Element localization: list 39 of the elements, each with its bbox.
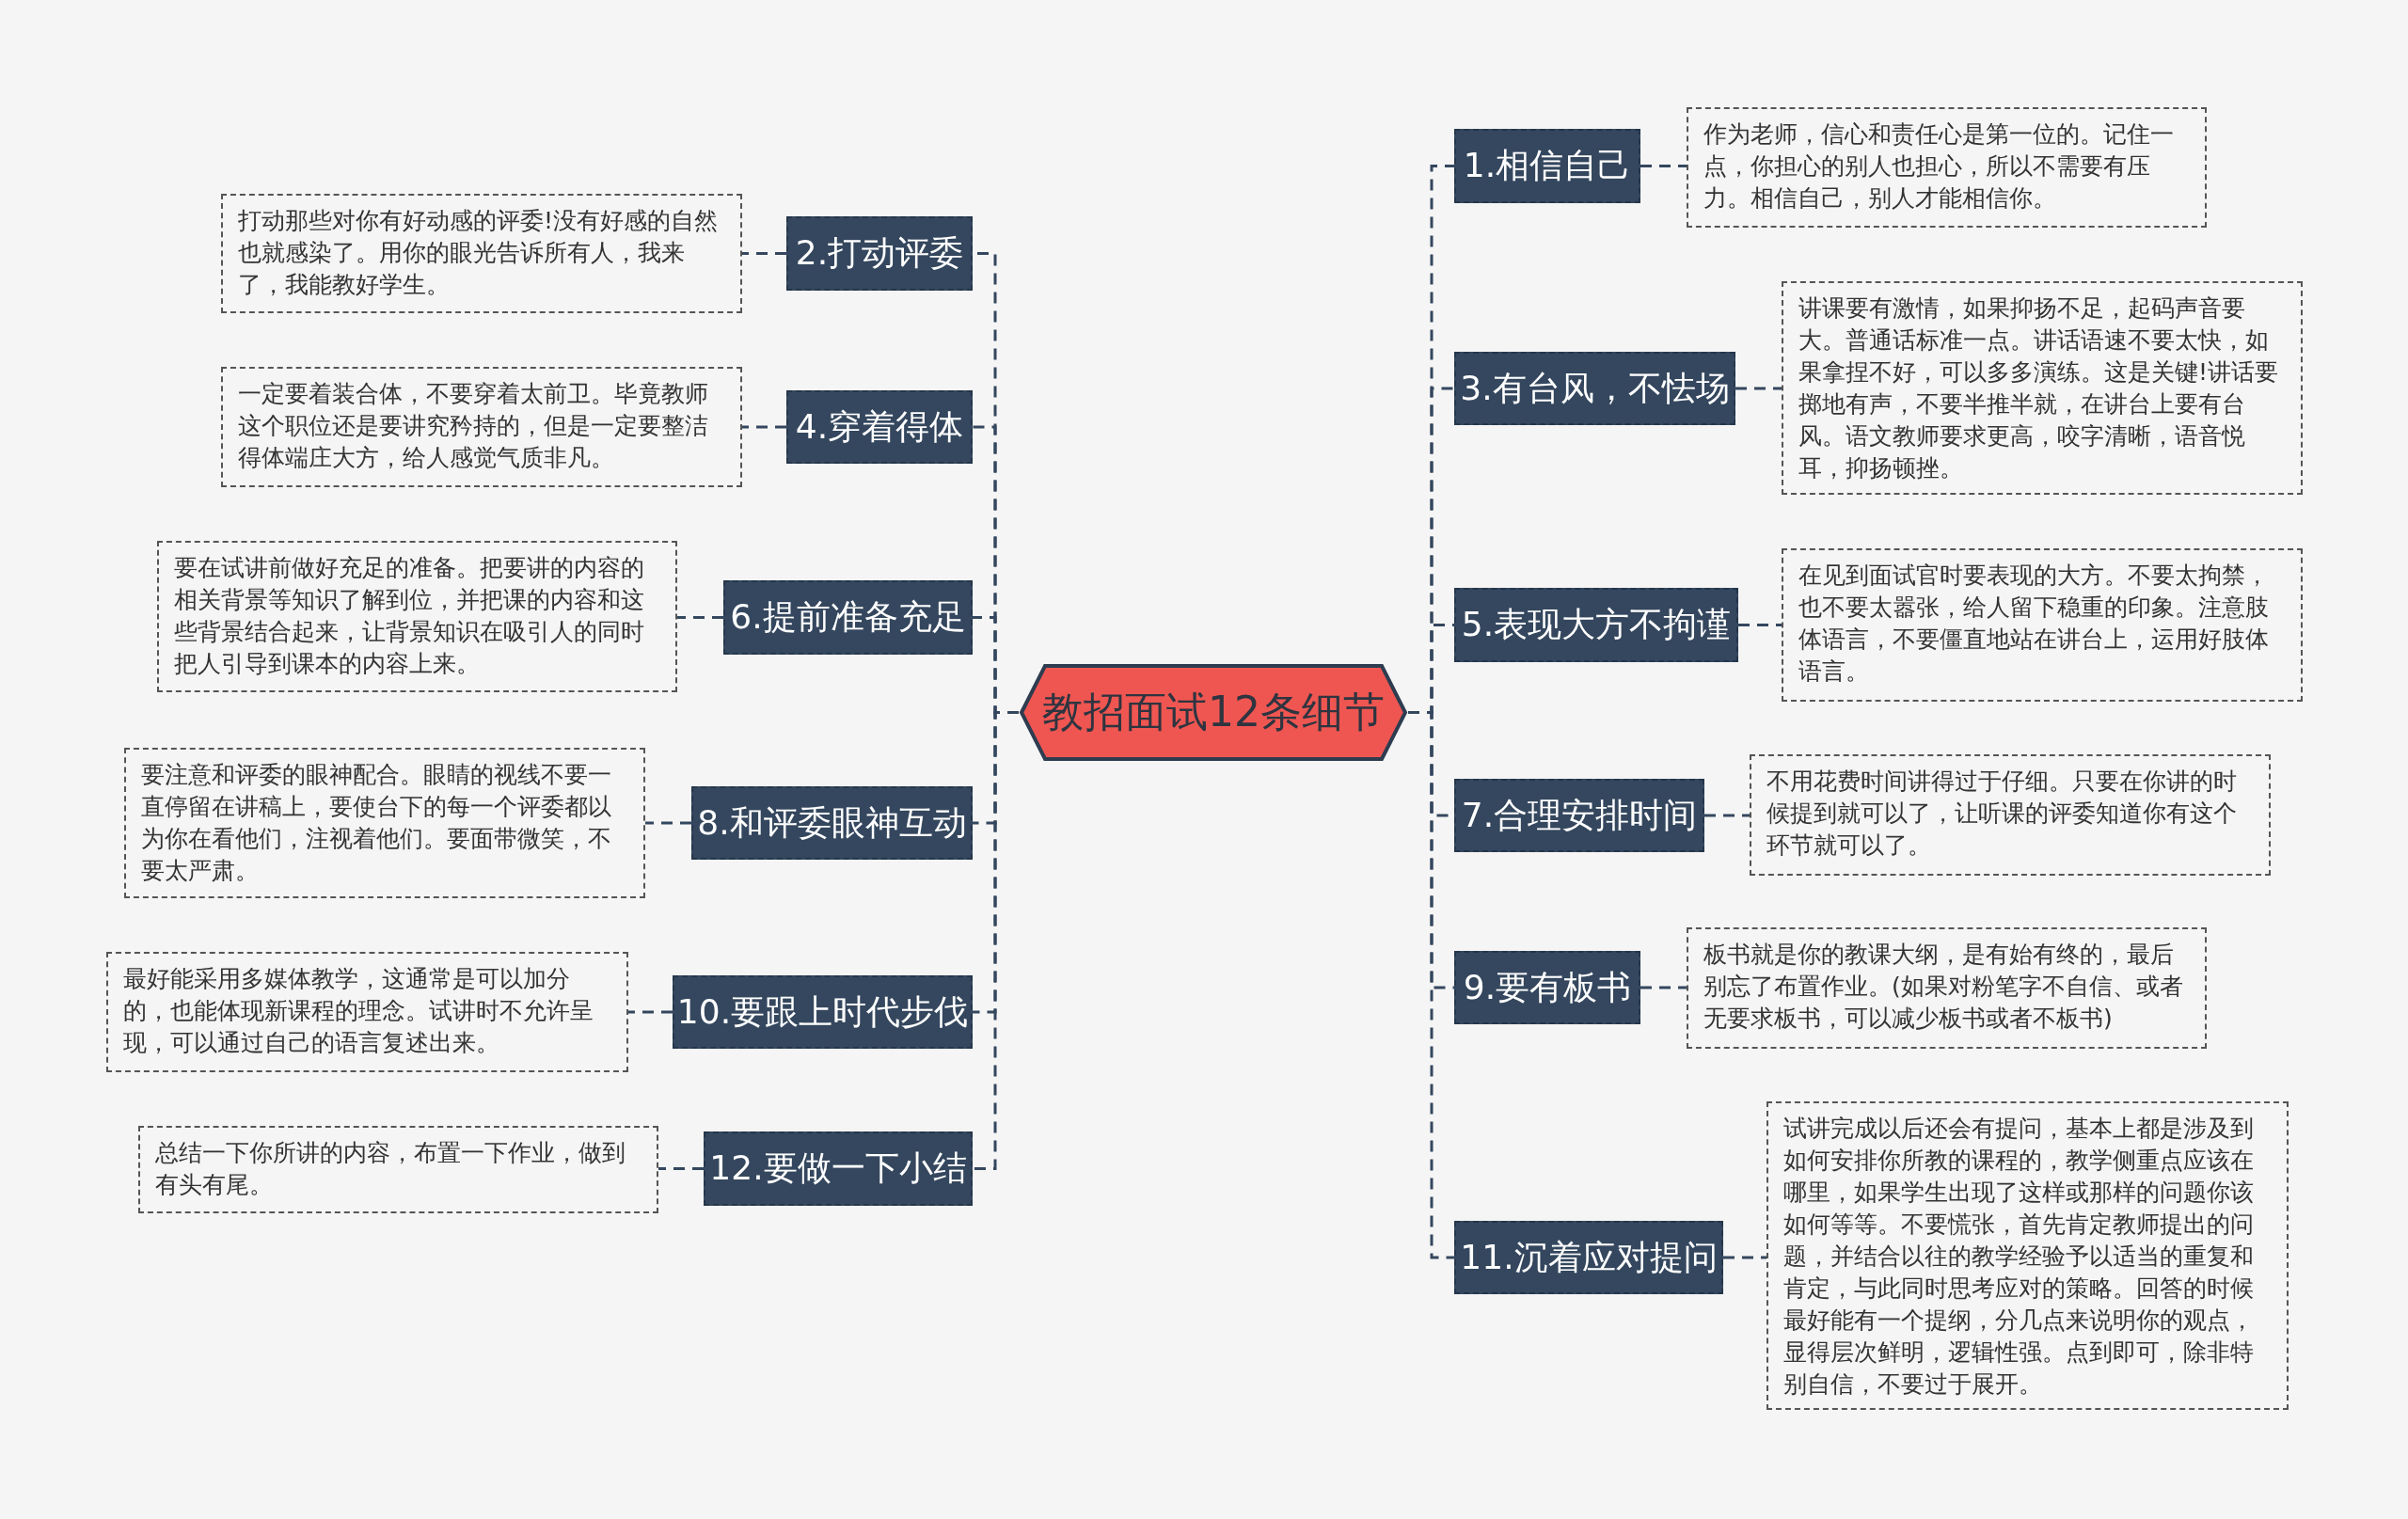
topic-box: 9.要有板书 [1454,951,1640,1024]
topic-box: 7.合理安排时间 [1454,779,1704,852]
connector [1640,986,1687,989]
note-box: 要在试讲前做好充足的准备。把要讲的内容的相关背景等知识了解到位，并把课的内容和这些背景结合起来，让背景知识在吸引人的同时把人引导到课本的内容上来。 [157,541,677,692]
topic-box: 3.有台风，不怯场 [1454,352,1735,425]
note-box: 总结一下你所讲的内容，布置一下作业，做到有头有尾。 [138,1126,658,1213]
connector [1735,387,1782,390]
topic-box: 8.和评委眼神互动 [691,786,973,860]
note-box: 板书就是你的教课大纲，是有始有终的，最后别忘了布置作业。(如果对粉笔字不自信、或者无要求板书，可以减少板书或者不板书) [1687,927,2207,1049]
connector [1704,814,1750,817]
topic-box: 12.要做一下小结 [704,1131,973,1206]
connector [677,616,723,619]
note-box: 最好能采用多媒体教学，这通常是可以加分的，也能体现新课程的理念。试讲时不允许呈现，可以通过自己的语言复述出来。 [106,952,628,1072]
connector [658,1167,704,1170]
connector [645,821,691,825]
connector [1723,1256,1766,1259]
note-box: 一定要着装合体，不要穿着太前卫。毕竟教师这个职位还是要讲究矜持的，但是一定要整洁得体端庄大方，给人感觉气质非凡。 [221,367,742,487]
note-box: 试讲完成以后还会有提问，基本上都是涉及到如何安排你所教的课程的，教学侧重点应该在哪里，如果学生出现了这样或那样的问题你该如何等等。不要慌张，首先肯定教师提出的问题，并结合以往的教学经验予以适当的重复和肯定，与此同时思考应对的策略。回答的时候最好能有一个提纲，分几点来说明你的观点，显得层次鲜明，逻辑性强。点到即可，除非特别自信，不要过于展开。 [1766,1101,2289,1410]
note-box: 要注意和评委的眼神配合。眼睛的视线不要一直停留在讲稿上，要使台下的每一个评委都以为你在看他们，注视着他们。要面带微笑，不要太严肃。 [124,748,645,898]
note-box: 作为老师，信心和责任心是第一位的。记住一点，你担心的别人也担心，所以不需要有压力。相信自己，别人才能相信你。 [1687,107,2207,228]
connector [1738,624,1782,626]
note-box: 讲课要有激情，如果抑扬不足，起码声音要大。普通话标准一点。讲话语速不要太快，如果拿捏不好，可以多多演练。这是关键!讲话要掷地有声，不要半推半就，在讲台上要有台风。语文教师要求更高，咬字清晰，语音悦耳，抑扬顿挫。 [1782,281,2303,495]
connector [742,425,786,429]
connector [1408,711,1454,1259]
note-box: 打动那些对你有好动感的评委!没有好感的自然也就感染了。用你的眼光告诉所有人，我来了，我能教好学生。 [221,194,742,313]
note-box: 不用花费时间讲得过于仔细。只要在你讲的时候提到就可以了，让听课的评委知道你有这个环节就可以了。 [1750,754,2271,876]
topic-box: 2.打动评委 [786,216,973,291]
central-hexagon: 教招面试12条细节 [1019,663,1408,762]
connector [1640,165,1687,167]
topic-box: 1.相信自己 [1454,129,1640,203]
topic-box: 4.穿着得体 [786,390,973,464]
note-box: 在见到面试官时要表现的大方。不要太拘禁，也不要太嚣张，给人留下稳重的印象。注意肢体语言，不要僵直地站在讲台上，运用好肢体语言。 [1782,548,2303,702]
topic-box: 6.提前准备充足 [723,580,973,655]
topic-box: 10.要跟上时代步伐 [673,975,973,1049]
topic-box: 11.沉着应对提问 [1454,1221,1723,1294]
connector [742,252,786,255]
connector [973,711,1019,1170]
connector [628,1010,673,1014]
topic-box: 5.表现大方不拘谨 [1454,588,1738,662]
